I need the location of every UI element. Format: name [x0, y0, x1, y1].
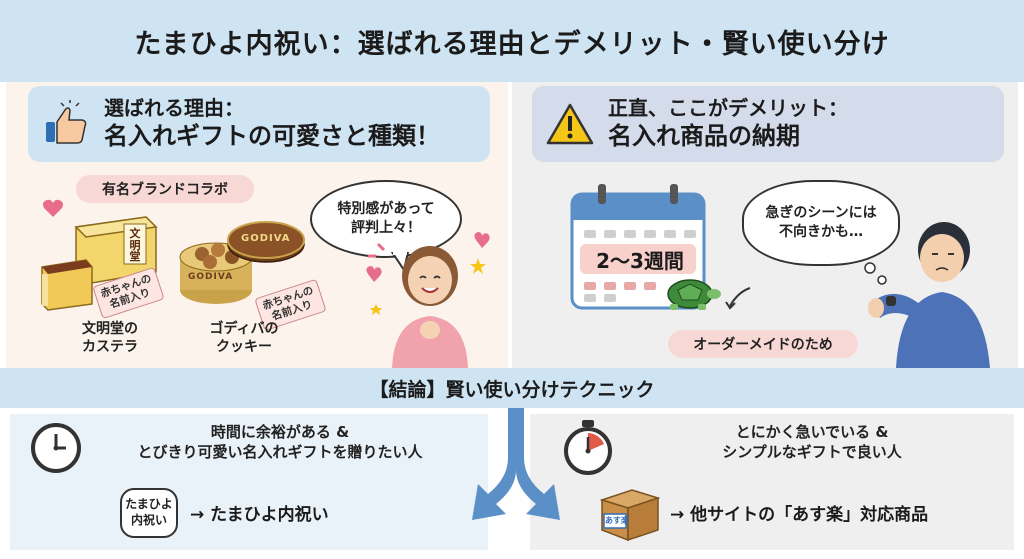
bottom-left-result: → たまひよ内祝い	[190, 505, 329, 525]
calendar-icon	[570, 184, 706, 310]
turtle-icon	[667, 279, 721, 310]
bottom-left-panel	[10, 414, 488, 550]
demerit-heading-line2: 名入れ商品の納期	[608, 122, 800, 151]
warning-icon	[546, 103, 594, 145]
castella-illustration	[41, 216, 158, 311]
thumbs-up-icon	[46, 100, 87, 144]
thought-dots-icon	[864, 262, 887, 285]
castella-box-label: 文明堂	[129, 227, 141, 264]
reasons-heading: 選ばれる理由： 名入れギフトの可愛さと種類！	[28, 86, 490, 162]
castella-caption: 文明堂の カステラ	[82, 321, 138, 356]
reasons-heading-line2: 名入れギフトの可愛さと種類！	[104, 122, 440, 151]
box-label: あす楽	[605, 516, 629, 525]
reasons-heading-line1: 選ばれる理由：	[104, 96, 244, 121]
page-title: たまひよ内祝い：選ばれる理由とデメリット・賢い使い分け	[134, 28, 890, 60]
thought-bubble: 急ぎのシーンには 不向きかも…	[742, 180, 900, 266]
brand-collab-pill: 有名ブランドコラボ	[76, 175, 254, 203]
bottom-right-result: → 他サイトの「あす楽」対応商品	[670, 505, 929, 525]
delivery-box-icon	[599, 489, 661, 542]
conclusion-bar: 【結論】賢い使い分けテクニック	[0, 368, 1024, 408]
godiva-tin-label: GODIVA	[188, 272, 234, 282]
worried-man-illustration	[868, 222, 990, 368]
calendar-duration: 2〜3週間	[596, 249, 684, 273]
speech-bubble: 特別感があって 評判上々！	[310, 180, 462, 258]
godiva-cookie-illustration	[179, 221, 305, 304]
demerit-heading: 正直、ここがデメリット： 名入れ商品の納期	[532, 86, 1004, 162]
demerit-heading-line1: 正直、ここがデメリット：	[608, 96, 848, 121]
clock-icon	[31, 423, 81, 473]
split-arrow-icon	[472, 408, 560, 520]
bottom-left-text: 時間に余裕がある & とびきり可愛い名入れギフトを贈りたい人	[137, 423, 423, 462]
tamahiyo-badge: たまひよ 内祝い	[120, 488, 178, 538]
curved-arrow-icon	[725, 287, 751, 310]
conclusion-title: 【結論】賢い使い分けテクニック	[369, 378, 655, 401]
godiva-caption: ゴディバの クッキー	[209, 321, 279, 356]
heart-icon	[43, 199, 63, 217]
order-made-pill: オーダーメイドのため	[668, 330, 858, 358]
stopwatch-icon	[564, 420, 612, 475]
bottom-right-text: とにかく急いでいる & シンプルなギフトで良い人	[722, 423, 902, 462]
godiva-lid-label: GODIVA	[241, 233, 291, 244]
title-bar: たまひよ内祝い：選ばれる理由とデメリット・賢い使い分け	[0, 0, 1024, 82]
happy-woman-illustration	[366, 232, 490, 368]
